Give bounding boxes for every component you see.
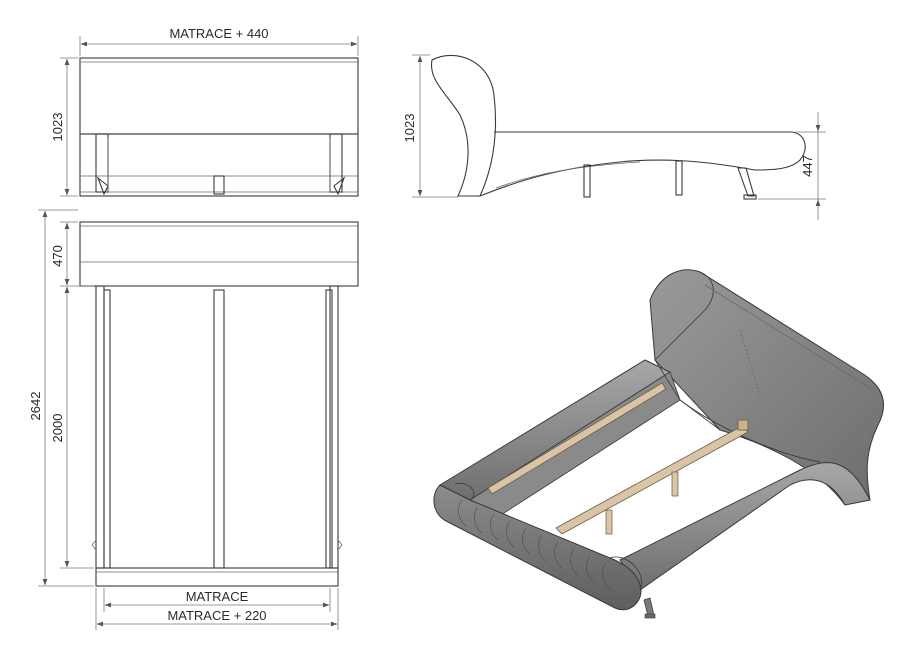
side-height-label: 1023 [402, 114, 417, 143]
side-frame-height-label: 447 [800, 155, 815, 177]
isometric-view [433, 269, 885, 619]
mattress-width-label: MATRACE [186, 589, 249, 604]
front-width-label: MATRACE + 440 [169, 26, 268, 41]
outer-width-label: MATRACE + 220 [167, 608, 266, 623]
headboard-depth-label: 470 [50, 245, 65, 267]
front-view: MATRACE + 440 1023 [50, 26, 359, 197]
front-height-label: 1023 [50, 113, 65, 142]
top-view: 470 2000 2642 MATRACE MATRACE + 220 [28, 209, 359, 630]
mattress-length-label: 2000 [50, 414, 65, 443]
total-length-label: 2642 [28, 392, 43, 421]
side-view: 1023 447 [402, 54, 826, 220]
